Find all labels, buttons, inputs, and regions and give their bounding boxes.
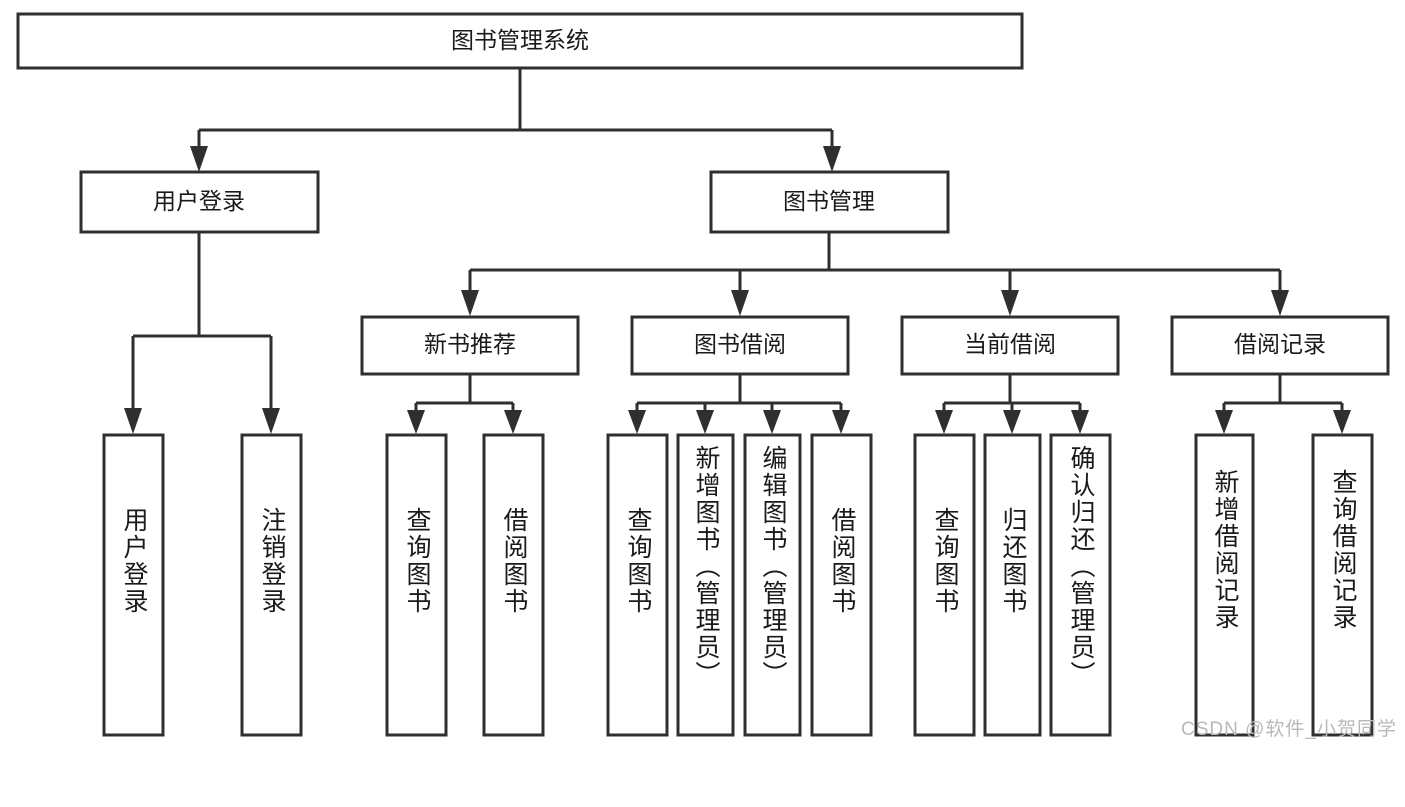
connector-currentborrow-to-leaves <box>935 374 1089 434</box>
node-root-system[interactable]: 图书管理系统 <box>16 12 1024 70</box>
connector-borrowrecord-to-leaves <box>1215 374 1351 434</box>
connector-newbook-to-leaves <box>407 374 522 434</box>
leaf-box-add-record[interactable] <box>1194 433 1255 737</box>
node-root-system-label: 图书管理系统 <box>451 27 589 53</box>
node-current-borrow[interactable]: 当前借阅 <box>900 315 1120 376</box>
leaf-box-confirm-return[interactable] <box>1049 433 1112 737</box>
leaf-box-query-book-c[interactable] <box>913 433 976 737</box>
leaf-box-logout[interactable] <box>240 433 303 737</box>
leaf-box-edit-book-admin[interactable] <box>743 433 802 737</box>
node-new-book-recommend-label: 新书推荐 <box>424 331 516 357</box>
leaf-box-user-login[interactable] <box>102 433 165 737</box>
node-current-borrow-label: 当前借阅 <box>964 331 1056 357</box>
node-user-login[interactable]: 用户登录 <box>79 170 320 234</box>
leaf-boxes <box>102 433 1374 737</box>
leaf-box-query-book-b[interactable] <box>606 433 669 737</box>
node-borrow-records[interactable]: 借阅记录 <box>1170 315 1390 376</box>
diagram-canvas: 图书管理系统 用户登录 图书管理 新书推荐 图书借阅 当前借阅 借阅记录 <box>16 12 1397 740</box>
watermark: CSDN @软件_小贺同学 <box>1181 719 1397 740</box>
leaf-box-borrow-book-a[interactable] <box>482 433 545 737</box>
node-book-management-label: 图书管理 <box>783 188 875 214</box>
node-borrow-records-label: 借阅记录 <box>1234 331 1326 357</box>
leaf-box-query-record[interactable] <box>1311 433 1374 737</box>
connector-userlogin-to-leaves <box>124 232 280 434</box>
connector-bookmgmt-to-level3 <box>461 232 1289 316</box>
node-book-borrow[interactable]: 图书借阅 <box>630 315 850 376</box>
leaf-box-add-book-admin[interactable] <box>676 433 735 737</box>
node-book-management[interactable]: 图书管理 <box>709 170 950 234</box>
node-new-book-recommend[interactable]: 新书推荐 <box>360 315 580 376</box>
connector-bookborrow-to-leaves <box>628 374 850 434</box>
node-book-borrow-label: 图书借阅 <box>694 331 786 357</box>
leaf-box-return-book[interactable] <box>983 433 1042 737</box>
tree-diagram-svg: 图书管理系统 用户登录 图书管理 新书推荐 图书借阅 当前借阅 借阅记录 <box>16 12 1390 737</box>
connector-root-to-level2 <box>190 68 841 172</box>
leaf-box-query-book-a[interactable] <box>385 433 448 737</box>
node-user-login-label: 用户登录 <box>153 188 245 214</box>
leaf-box-borrow-book-b[interactable] <box>810 433 873 737</box>
